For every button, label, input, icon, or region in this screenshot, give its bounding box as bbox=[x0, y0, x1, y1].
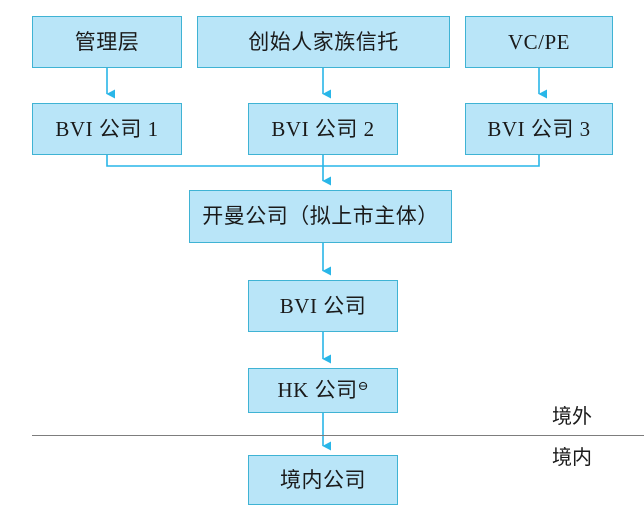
node-vc-pe[interactable]: VC/PE bbox=[465, 16, 613, 68]
node-management-label: 管理层 bbox=[74, 29, 140, 54]
node-bvi-company-3[interactable]: BVI 公司 3 bbox=[465, 103, 613, 155]
node-founder-family-trust[interactable]: 创始人家族信托 bbox=[197, 16, 450, 68]
node-hk-company-label: HK 公司 bbox=[277, 378, 358, 402]
node-founder-family-trust-label: 创始人家族信托 bbox=[248, 29, 399, 54]
node-hk-company[interactable]: HK 公司⊖ bbox=[248, 368, 398, 413]
node-bvi-company[interactable]: BVI 公司 bbox=[248, 280, 398, 332]
offshore-onshore-boundary-line bbox=[32, 435, 644, 436]
node-bvi-company-3-label: BVI 公司 3 bbox=[487, 116, 591, 141]
node-cayman-listing-entity-label: 开曼公司（拟上市主体） bbox=[202, 204, 439, 228]
node-cayman-listing-entity[interactable]: 开曼公司（拟上市主体） bbox=[189, 190, 452, 243]
node-management[interactable]: 管理层 bbox=[32, 16, 182, 68]
node-bvi-company-2[interactable]: BVI 公司 2 bbox=[248, 103, 398, 155]
node-bvi-company-1[interactable]: BVI 公司 1 bbox=[32, 103, 182, 155]
node-domestic-company-label: 境内公司 bbox=[280, 467, 366, 492]
node-bvi-company-label: BVI 公司 bbox=[279, 293, 367, 318]
node-bvi-company-2-label: BVI 公司 2 bbox=[271, 116, 375, 141]
footnote-marker-icon: ⊖ bbox=[357, 378, 369, 393]
node-vc-pe-label: VC/PE bbox=[507, 29, 570, 54]
node-bvi-company-1-label: BVI 公司 1 bbox=[55, 116, 159, 141]
region-label-onshore: 境内 bbox=[552, 447, 592, 469]
node-domestic-company[interactable]: 境内公司 bbox=[248, 455, 398, 505]
region-label-offshore: 境外 bbox=[552, 406, 592, 428]
